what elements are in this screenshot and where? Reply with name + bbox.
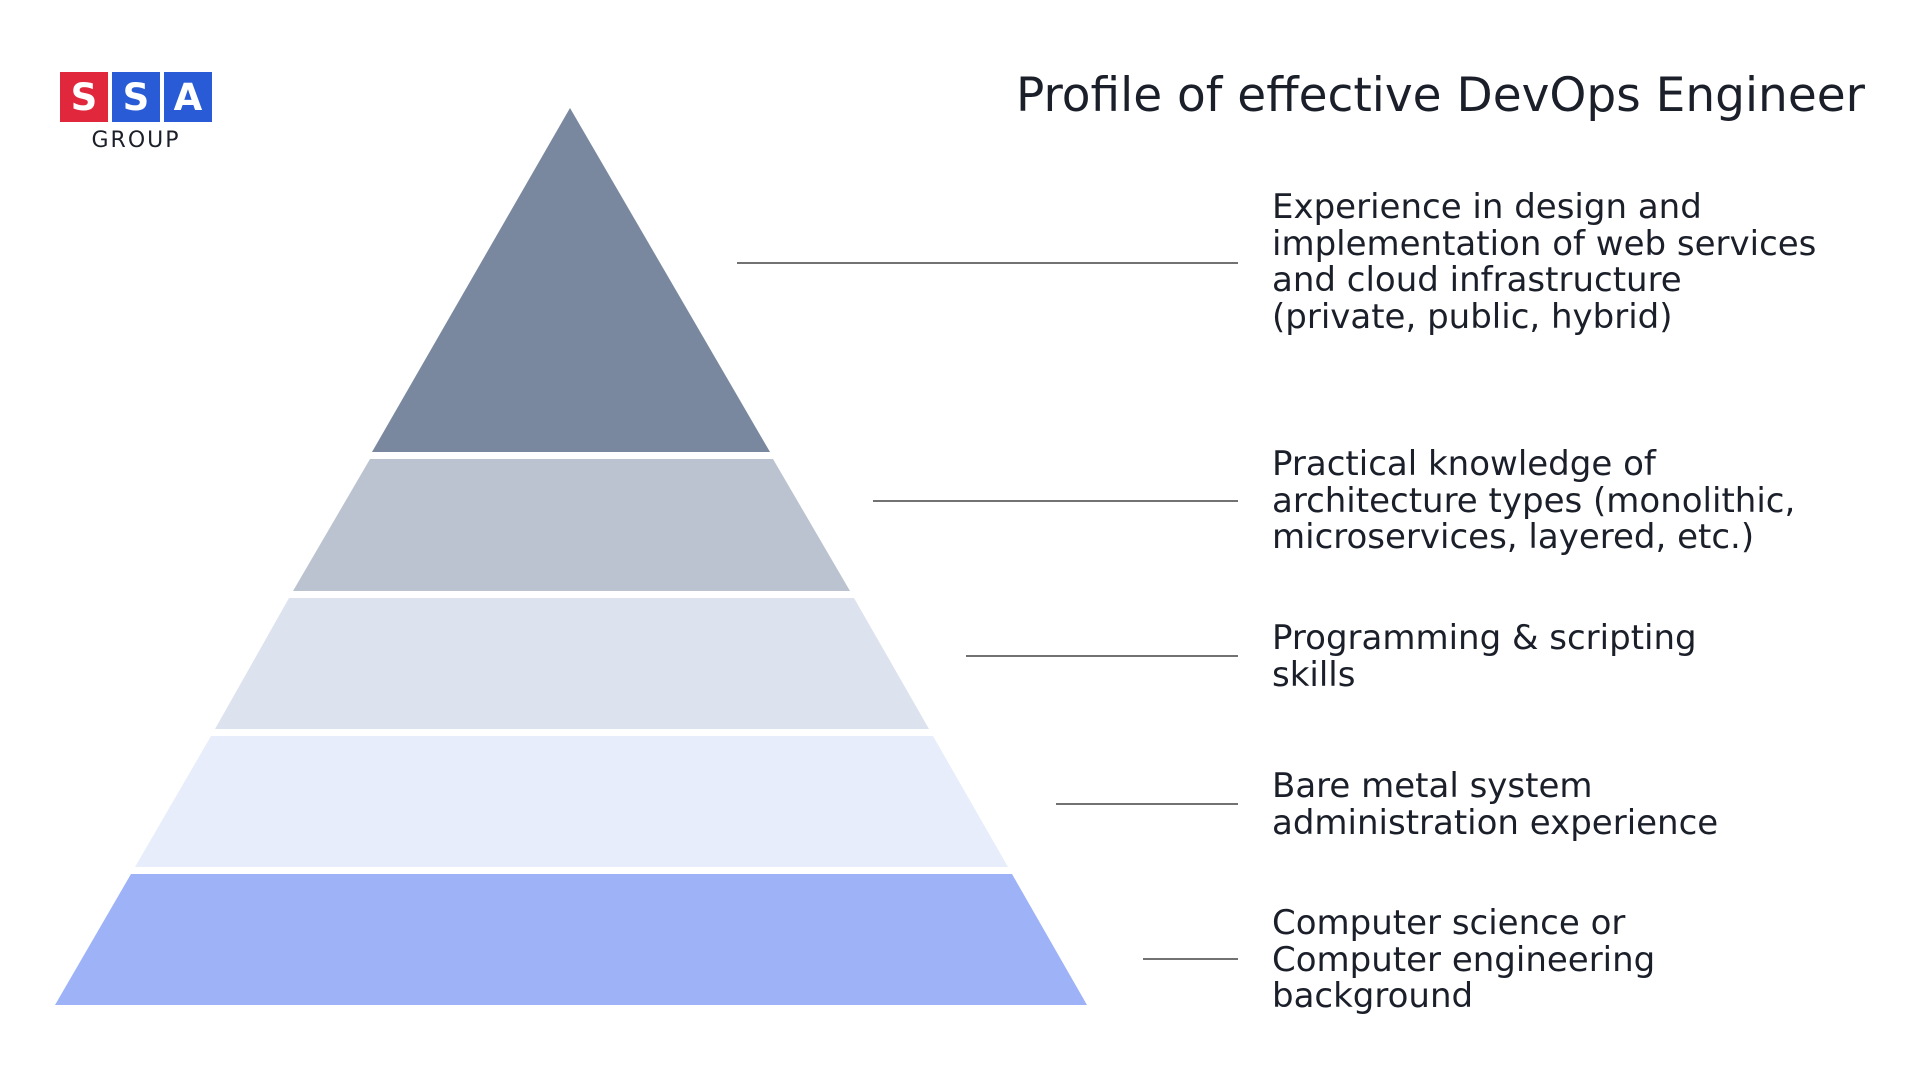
pyramid-label-bare-metal: Bare metal system administration experie… (1272, 766, 1719, 843)
pyramid-level-architecture (293, 459, 850, 591)
pyramid-label-architecture: Practical knowledge of architecture type… (1272, 444, 1796, 557)
pyramid-level-programming (215, 598, 929, 729)
pyramid-level-bare-metal (135, 736, 1008, 867)
logo-letter-s2: S (112, 72, 160, 122)
pyramid-level-top (372, 108, 770, 452)
logo-letter-s1: S (60, 72, 108, 122)
logo-letter-a: A (164, 72, 212, 122)
logo-letters: S S A (60, 72, 212, 122)
logo-subtitle: GROUP (91, 128, 181, 153)
pyramid-label-top: Experience in design and implementation … (1272, 187, 1817, 337)
pyramid-label-programming: Programming & scripting skills (1272, 618, 1697, 695)
ssa-group-logo: S S A GROUP (60, 72, 212, 153)
pyramid-level-foundation (55, 874, 1087, 1005)
diagram-title: Profile of effective DevOps Engineer (1015, 68, 1865, 123)
pyramid-label-foundation: Computer science or Computer engineering… (1272, 903, 1656, 1016)
